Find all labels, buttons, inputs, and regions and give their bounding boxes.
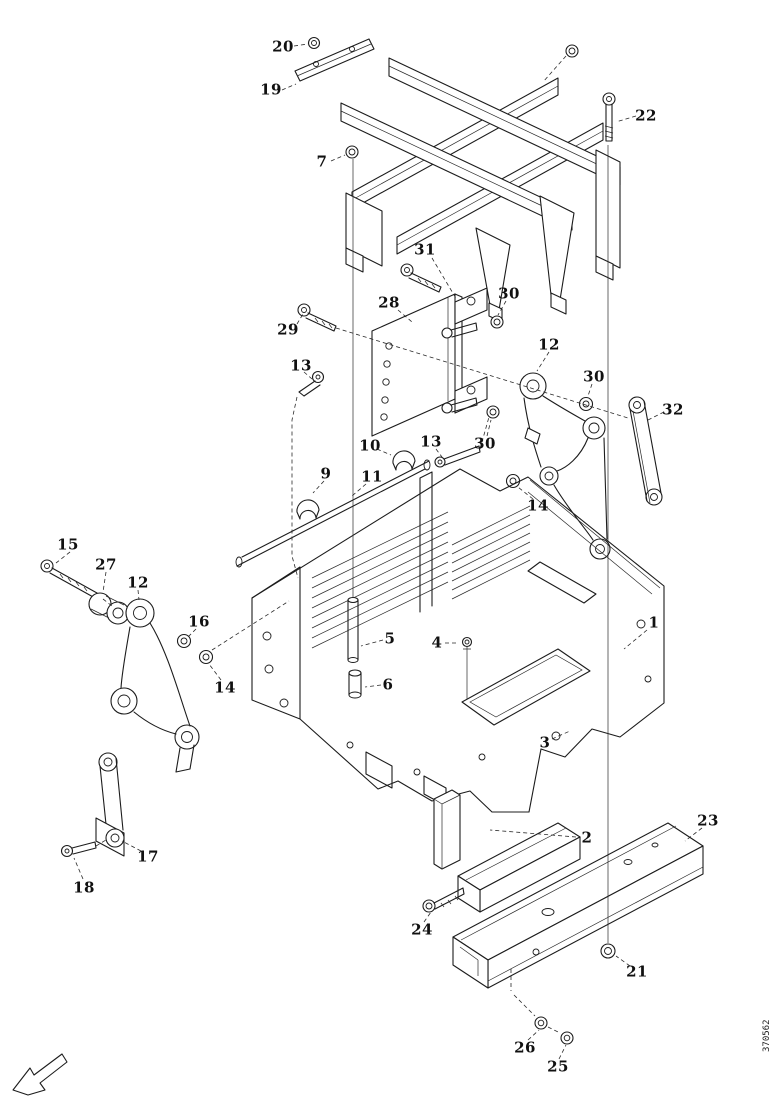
part-9-clamp bbox=[296, 499, 320, 520]
part-16-nut bbox=[176, 633, 192, 649]
direction-arrow-icon bbox=[12, 1053, 68, 1096]
part-15-bolt bbox=[40, 559, 98, 599]
part-12-arm-right bbox=[519, 372, 611, 560]
part-12-arm-left bbox=[110, 598, 200, 773]
part-22-bolt bbox=[602, 92, 616, 142]
part-19-bar bbox=[294, 38, 375, 82]
part-32-link bbox=[628, 396, 663, 506]
part-11-rod bbox=[235, 459, 431, 568]
part-14-nut-left bbox=[198, 649, 214, 665]
part-6-spacer bbox=[348, 669, 362, 699]
part-2-clip bbox=[433, 789, 461, 870]
part-23-channel bbox=[452, 822, 704, 989]
short-channel bbox=[457, 822, 581, 913]
part-14-nut-right bbox=[505, 473, 521, 489]
part-30-nuts bbox=[486, 315, 594, 419]
part-28-bracket bbox=[371, 287, 488, 437]
bracket-studs bbox=[441, 322, 478, 414]
leader-lines bbox=[55, 43, 703, 1060]
part-17-link bbox=[95, 752, 125, 857]
part-10-clamp bbox=[392, 450, 416, 471]
part-7-nut bbox=[345, 145, 359, 159]
part-13-bolt-upper bbox=[298, 370, 325, 397]
part-25-nut bbox=[560, 1031, 574, 1045]
upper-right-nut bbox=[565, 44, 579, 58]
part-20-nut bbox=[307, 36, 321, 50]
part-18-bolt bbox=[60, 841, 97, 858]
part-29-bolt bbox=[297, 303, 337, 332]
part-24-bolt bbox=[422, 887, 465, 913]
part-21-nut bbox=[600, 943, 616, 959]
part-1-main-frame bbox=[251, 468, 665, 813]
drawing-number: 370562 bbox=[762, 1019, 772, 1052]
part-top-frame bbox=[294, 36, 621, 323]
part-31-bolt bbox=[400, 263, 442, 293]
through-lines bbox=[352, 145, 609, 943]
frame-louvers bbox=[311, 505, 531, 649]
part-5-pin bbox=[347, 596, 359, 663]
part-26-nut bbox=[534, 1016, 548, 1030]
part-27-bushing bbox=[88, 592, 130, 625]
part-4-bolt bbox=[461, 636, 473, 699]
part-13-bolt-lower bbox=[434, 445, 481, 468]
